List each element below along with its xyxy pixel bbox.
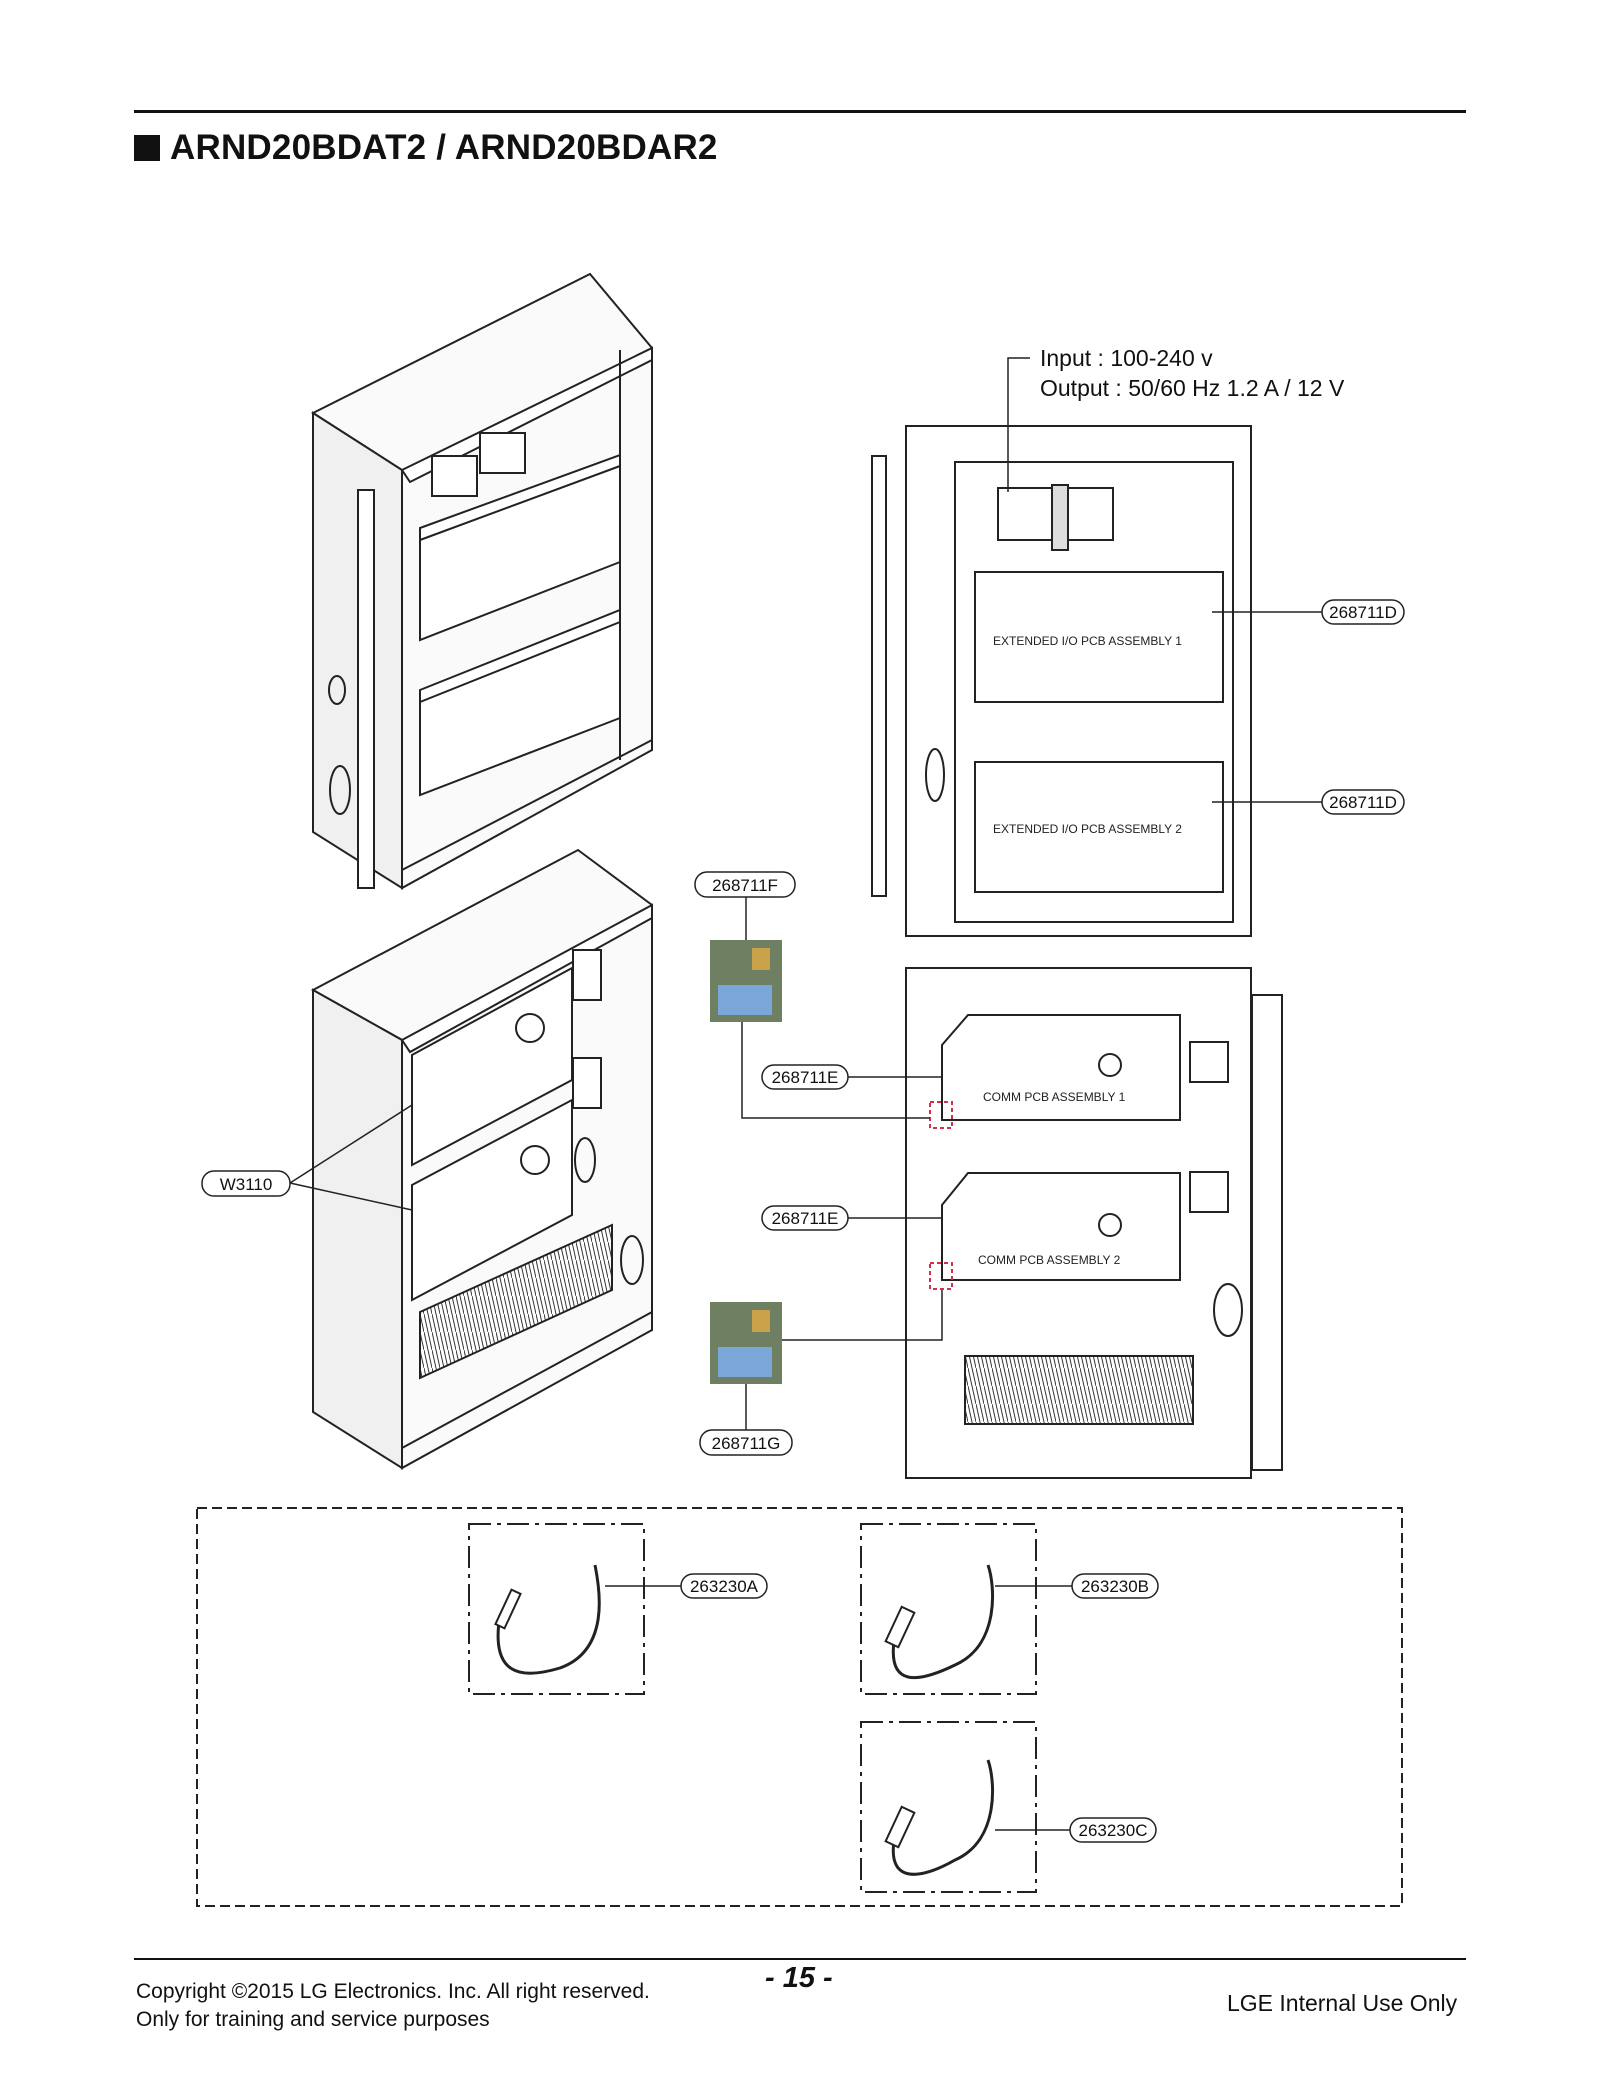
part-label-e1: 268711E xyxy=(761,1064,849,1090)
lower-enclosure-drawing xyxy=(310,848,653,1470)
sensor-b-box xyxy=(860,1523,1037,1695)
svg-text:268711E: 268711E xyxy=(772,1068,839,1087)
pcb-assembly-2-text: EXTENDED I/O PCB ASSEMBLY 2 xyxy=(993,822,1182,836)
part-label-f: 268711F xyxy=(694,871,796,898)
internal-use-notice: LGE Internal Use Only xyxy=(1227,1990,1458,2016)
upper-enclosure-drawing xyxy=(310,272,653,890)
sensor-probes xyxy=(494,1588,916,1849)
part-label-c: 263230C xyxy=(1069,1817,1157,1843)
pcb-assembly-1-text: EXTENDED I/O PCB ASSEMBLY 1 xyxy=(993,634,1182,648)
svg-text:268711F: 268711F xyxy=(712,876,778,895)
svg-text:268711G: 268711G xyxy=(712,1434,781,1453)
svg-text:268711D: 268711D xyxy=(1329,793,1397,812)
footer-rule xyxy=(134,1958,1466,1960)
title-block: ARND20BDAT2 / ARND20BDAR2 xyxy=(134,128,718,168)
page-number: - 15 - xyxy=(765,1962,833,1994)
sensor-cables xyxy=(496,1564,995,1876)
part-label-a: 263230A xyxy=(680,1573,768,1599)
leader-lines xyxy=(289,357,1322,1430)
board-photo-f xyxy=(710,940,782,1022)
board-photo-g xyxy=(710,1302,782,1384)
lower-front-panel-drawing xyxy=(905,967,1283,1479)
sensor-c-box xyxy=(860,1721,1037,1893)
power-input-spec: Input : 100-240 v xyxy=(1040,345,1213,371)
power-output-spec: Output : 50/60 Hz 1.2 A / 12 V xyxy=(1040,375,1345,401)
part-label-g: 268711G xyxy=(699,1429,793,1456)
title-bullet xyxy=(134,135,160,161)
footer-copyright: Copyright ©2015 LG Electronics. Inc. All… xyxy=(136,1978,650,2034)
sensor-a-box xyxy=(468,1523,645,1695)
part-label-b: 263230B xyxy=(1071,1573,1159,1599)
svg-text:W3110: W3110 xyxy=(220,1175,273,1194)
comm-assembly-1-text: COMM PCB ASSEMBLY 1 xyxy=(983,1090,1126,1104)
sensor-leaders xyxy=(605,1585,1072,1831)
svg-text:263230C: 263230C xyxy=(1078,1821,1147,1840)
part-label-d1: 268711D xyxy=(1321,599,1405,625)
connector-marker-1 xyxy=(929,1101,953,1129)
comm-assembly-2-text: COMM PCB ASSEMBLY 2 xyxy=(978,1253,1121,1267)
svg-text:268711E: 268711E xyxy=(772,1209,839,1228)
connector-marker-2 xyxy=(929,1262,953,1290)
upper-front-panel-drawing xyxy=(871,425,1252,937)
svg-text:268711D: 268711D xyxy=(1329,603,1397,622)
sensor-group-box xyxy=(196,1507,1403,1907)
copyright-line-1: Copyright ©2015 LG Electronics. Inc. All… xyxy=(136,1980,650,2003)
copyright-line-2: Only for training and service purposes xyxy=(136,2008,490,2031)
part-label-w: W3110 xyxy=(201,1170,291,1197)
part-label-d2: 268711D xyxy=(1321,789,1405,815)
page-title: ARND20BDAT2 / ARND20BDAR2 xyxy=(170,128,718,167)
part-label-e2: 268711E xyxy=(761,1205,849,1231)
svg-text:263230A: 263230A xyxy=(690,1577,759,1596)
header-rule xyxy=(134,110,1466,113)
svg-text:263230B: 263230B xyxy=(1081,1577,1149,1596)
